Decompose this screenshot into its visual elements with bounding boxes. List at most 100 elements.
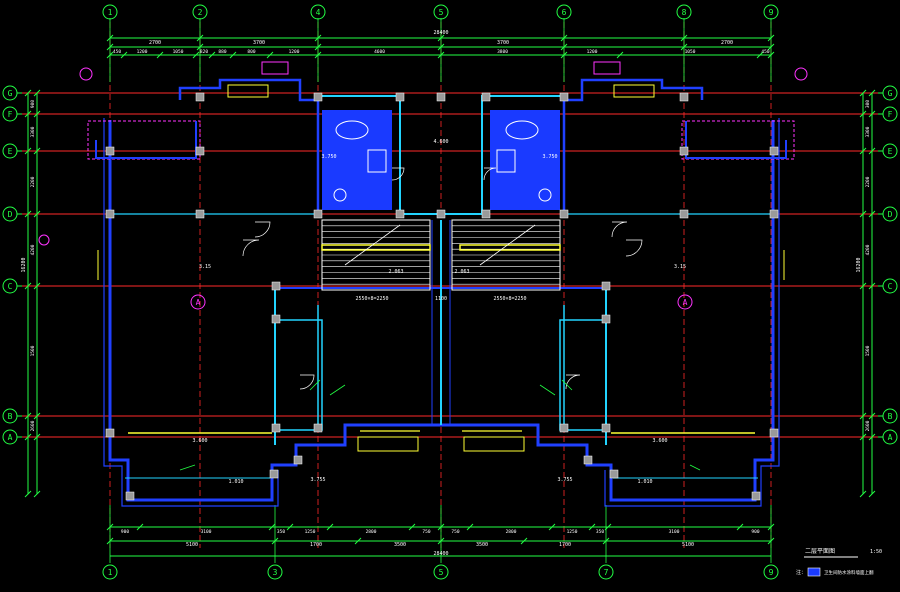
structural-column [195,209,205,219]
grid-bubble-bottom: 3 [273,568,278,577]
section-marker-right [794,67,808,81]
structural-column [679,209,689,219]
structural-column [436,209,446,219]
dimension-label-right: 2600 [865,420,871,431]
exterior-wall-outline [103,118,279,507]
dimension-tick [868,412,876,420]
dimension-tick [767,537,775,545]
dimension-label-top-row2: 3800 [497,49,508,55]
dimension-tick [560,43,568,51]
dimension-label-bottom-row2: 1700 [310,542,322,548]
dimension-label-top-row2: 450 [761,49,769,55]
dimension-tick [33,412,41,420]
exterior-wall-outline [604,118,780,507]
structural-column [313,92,323,102]
dimension-tick [120,51,128,59]
dimension-label-top-row1: 2700 [149,40,161,46]
grid-bubble-top-circle [102,4,118,20]
stair-arrow [344,224,401,266]
window-top-right [613,84,655,98]
dimension-label-right: 2200 [865,176,871,187]
dimension-tick [859,210,867,218]
dimension-tick [286,523,294,531]
dimension-tick [437,34,445,42]
door-swing [611,221,628,238]
structural-column [105,209,115,219]
dimension-label-bottom-row2: 1700 [559,542,571,548]
grid-bubble-top-circle [310,4,326,20]
dimension-tick [106,34,114,42]
dimension-tick [868,210,876,218]
dimension-label-top-row2: 1200 [137,49,148,55]
slope-arrow [539,384,556,396]
dimension-label-top-row1: 3700 [497,40,509,46]
room-tag-right-circle [677,294,693,310]
dimension-tick [33,433,41,441]
dimension-label-left: 1500 [30,345,36,356]
grid-bubble-top-circle [676,4,692,20]
structural-column [195,146,205,156]
dimension-stair-gap: 1100 [435,296,447,302]
structural-column [313,423,323,433]
drawing-scale: 1:50 [870,549,882,555]
dimension-tick [314,43,322,51]
slope-arrow [179,464,196,471]
dimension-label-top-row2: 450 [113,49,121,55]
dimension-tick [156,51,164,59]
window-high-right [593,61,621,75]
dimension-tick [437,51,445,59]
dimension-tick [33,110,41,118]
grid-bubble-right: G [888,89,893,98]
dimension-tick [767,43,775,51]
dimension-label-top-row2: 1200 [587,49,598,55]
grid-bubble-left: C [8,282,13,291]
slope-arrow [309,379,321,391]
dimension-tick [192,51,200,59]
dimension-tick [868,282,876,290]
dimension-tick [520,537,528,545]
bathtub-right [505,120,539,140]
dimension-tick [868,147,876,155]
dimension-label-bottom-row2: 5100 [682,542,694,548]
grid-bubble-right: D [888,210,893,219]
dimension-tick [408,523,416,531]
dimension-tick [314,51,322,59]
grid-bubble-top-circle [556,4,572,20]
structural-column [769,428,779,438]
structural-column [583,455,593,465]
dimension-tick [548,523,556,531]
section-marker-side [38,234,50,246]
wc-wall-left [278,319,323,431]
slope-arrow [329,384,346,396]
structural-column [436,92,446,102]
elevation-right: 3.15 [674,264,686,270]
dimension-label-right: 4200 [865,244,871,255]
grid-bubble-left: A [8,433,13,442]
grid-bubble-bottom-circle [433,564,449,580]
dimension-label-top-row2: 800 [247,49,255,55]
basin-left [367,149,387,173]
grid-bubble-right: F [888,110,893,119]
door-swing [625,239,643,257]
dimension-label-top-row2: 1200 [289,49,300,55]
door-swing [254,221,271,238]
structural-column [601,423,611,433]
structural-column [271,423,281,433]
room-tag-left-circle [190,294,206,310]
structural-column [395,92,405,102]
dimension-label-right: 3300 [865,126,871,137]
dimension-tick [756,51,764,59]
wc-wall-right [559,319,603,431]
dimension-tick [767,523,775,531]
dimension-label-bottom-row1: 2800 [366,529,377,535]
structural-column [293,455,303,465]
dimension-label-top-row2: 820 [200,49,208,55]
slope-arrow [689,464,701,471]
dimension-tick [266,51,274,59]
dimension-tick [767,34,775,42]
toilet-right [538,188,552,202]
grid-bubble-bottom: 9 [769,568,774,577]
dimension-tick [24,412,32,420]
elevation-terrace-left: 1.010 [228,479,243,485]
dimension-label-bottom-row1: 350 [277,529,285,535]
